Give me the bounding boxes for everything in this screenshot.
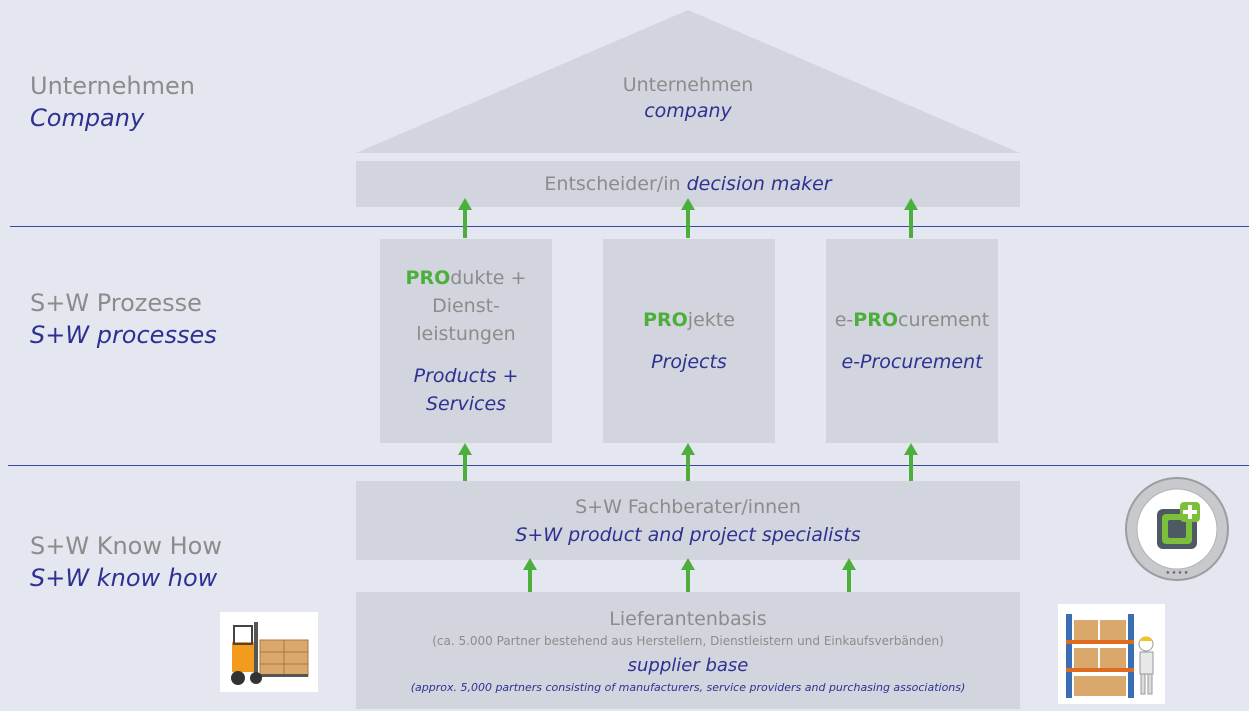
arrow-up-icon [458, 443, 472, 491]
arrow-up-icon [681, 198, 695, 238]
pillar-projects-en: Projects [651, 351, 727, 373]
separator-line-top [10, 226, 1249, 227]
pillar-products-highlight: PRO [405, 267, 451, 289]
svg-text:★ ★ ★ ★: ★ ★ ★ ★ [1166, 570, 1189, 576]
supplier-base-en-detail: (approx. 5,000 partners consisting of ma… [410, 680, 966, 694]
roof-label-de: Unternehmen [622, 74, 754, 96]
supplier-base-box: Lieferantenbasis (ca. 5.000 Partner best… [356, 592, 1020, 709]
level-company-en: Company [30, 104, 145, 132]
level-processes-de: S+W Prozesse [30, 289, 202, 317]
arrow-up-icon [904, 443, 918, 491]
level-processes-label: S+W Prozesse S+W processes [30, 287, 217, 351]
decision-maker-en: decision maker [686, 173, 832, 195]
pillar-eprocurement-highlight: PRO [853, 309, 898, 331]
pillar-eprocurement-de: e-PROcurement [835, 306, 990, 334]
roof-label-en: company [644, 100, 732, 122]
pillar-eprocurement-en: e-Procurement [841, 351, 983, 373]
pillar-eprocurement-prefix: e- [834, 309, 854, 331]
arrow-up-icon [458, 198, 472, 238]
forklift-image [220, 612, 318, 692]
pillar-eprocurement: e-PROcurement e-Procurement [826, 239, 998, 443]
pillar-products-rest: dukte + [450, 267, 527, 289]
pillar-projects-highlight: PRO [643, 309, 688, 331]
roof-label: Unternehmen company [356, 72, 1020, 124]
warehouse-shelf-image [1058, 604, 1165, 704]
specialists-de: S+W Fachberater/innen [575, 495, 801, 518]
pillar-projects-rest: jekte [687, 309, 735, 331]
pillar-products-services: PROdukte + Dienst- leistungen Products +… [380, 239, 552, 443]
level-processes-en: S+W processes [30, 321, 217, 349]
pillar-projects-de: PROjekte [643, 306, 735, 334]
level-company-de: Unternehmen [30, 72, 195, 100]
supplier-base-de-detail: (ca. 5.000 Partner bestehend aus Herstel… [432, 633, 944, 648]
decision-maker-de: Entscheider/in [544, 173, 681, 195]
arrow-up-icon [681, 443, 695, 491]
level-company-label: Unternehmen Company [30, 70, 195, 134]
separator-line-bottom [8, 465, 1249, 466]
level-knowhow-en: S+W know how [30, 564, 218, 592]
pillar-products-en-line1: Products + [413, 365, 519, 387]
quality-seal-icon: ★ ★ ★ ★ [1124, 476, 1230, 582]
pillar-projects: PROjekte Projects [603, 239, 775, 443]
pillar-products-en-line2: Services [425, 393, 507, 415]
specialists-bar: S+W Fachberater/innen S+W product and pr… [356, 481, 1020, 560]
arrow-up-icon [523, 558, 537, 604]
level-knowhow-de: S+W Know How [30, 532, 222, 560]
supplier-base-de: Lieferantenbasis [609, 607, 767, 630]
pillar-eprocurement-rest: curement [898, 309, 990, 331]
level-knowhow-label: S+W Know How S+W know how [30, 530, 222, 594]
arrow-up-icon [842, 558, 856, 604]
arrow-up-icon [681, 558, 695, 604]
pillar-products-de-line2: Dienst- [432, 295, 500, 317]
pillar-products-de-line3: leistungen [416, 323, 516, 345]
specialists-en: S+W product and project specialists [515, 523, 861, 546]
supplier-base-en: supplier base [627, 654, 749, 676]
pillar-products-de-line1: PROdukte + [406, 264, 527, 292]
arrow-up-icon [904, 198, 918, 238]
